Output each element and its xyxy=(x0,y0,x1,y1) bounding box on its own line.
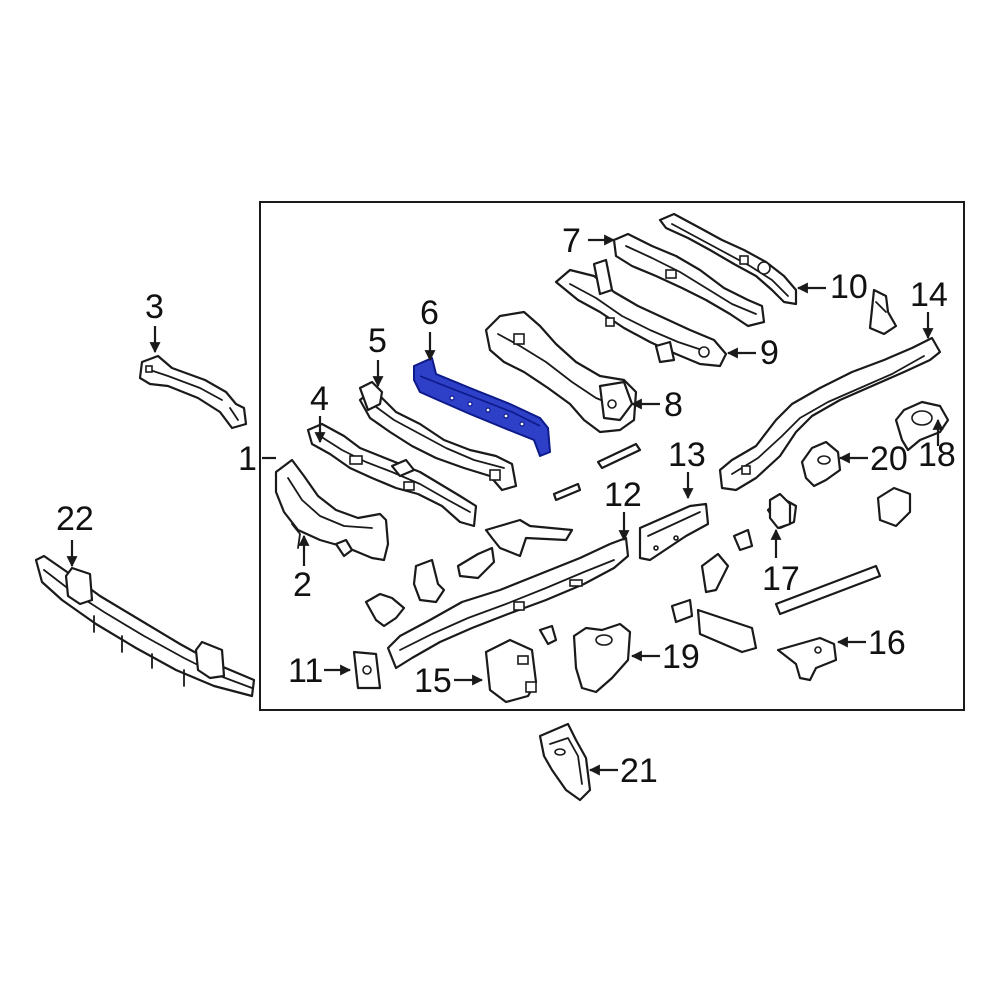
callout-9: 9 xyxy=(760,334,779,372)
callout-11: 11 xyxy=(288,652,323,690)
part-20[interactable] xyxy=(800,440,842,488)
part-9[interactable] xyxy=(554,258,728,368)
callout-16: 16 xyxy=(868,624,906,662)
small-bracket-upper-right[interactable] xyxy=(868,288,898,336)
part-5[interactable] xyxy=(358,380,518,492)
callout-13: 13 xyxy=(668,436,706,474)
part-8[interactable] xyxy=(484,310,638,434)
callout-20: 20 xyxy=(870,440,908,478)
assembly-box xyxy=(259,201,965,711)
callout-10: 10 xyxy=(830,268,868,306)
part-19[interactable] xyxy=(572,622,632,694)
part-12[interactable] xyxy=(386,536,630,670)
callout-6: 6 xyxy=(420,294,439,332)
part-13[interactable] xyxy=(638,502,710,562)
callout-14: 14 xyxy=(910,276,948,314)
callout-18: 18 xyxy=(918,436,956,474)
callout-5: 5 xyxy=(368,322,387,360)
part-7[interactable] xyxy=(612,232,766,328)
part-17[interactable] xyxy=(768,492,792,530)
callout-3: 3 xyxy=(145,288,164,326)
callout-1: 1 xyxy=(238,440,257,478)
part-16[interactable] xyxy=(776,636,838,682)
part-21[interactable] xyxy=(538,722,592,802)
callout-7: 7 xyxy=(562,222,581,260)
part-11[interactable] xyxy=(352,650,382,690)
part-15[interactable] xyxy=(484,638,538,704)
callout-2: 2 xyxy=(293,566,312,604)
callout-8: 8 xyxy=(664,386,683,424)
part-18[interactable] xyxy=(894,400,950,452)
callout-4: 4 xyxy=(310,380,329,418)
callout-15: 15 xyxy=(414,662,452,700)
part-10[interactable] xyxy=(658,212,798,306)
part-4[interactable] xyxy=(306,422,478,528)
part-6-highlighted[interactable] xyxy=(413,357,551,457)
leaders xyxy=(66,234,944,776)
callout-21: 21 xyxy=(620,752,658,790)
callouts: 1 2 3 4 5 6 7 8 9 10 11 12 13 14 15 16 1… xyxy=(56,222,956,790)
callout-12: 12 xyxy=(604,476,642,514)
callout-22: 22 xyxy=(56,500,94,538)
callout-17: 17 xyxy=(762,560,800,598)
part-3[interactable] xyxy=(138,354,248,430)
callout-19: 19 xyxy=(662,638,700,676)
part-14[interactable] xyxy=(718,336,942,492)
part-22[interactable] xyxy=(34,554,256,698)
part-block-right[interactable] xyxy=(876,486,912,528)
